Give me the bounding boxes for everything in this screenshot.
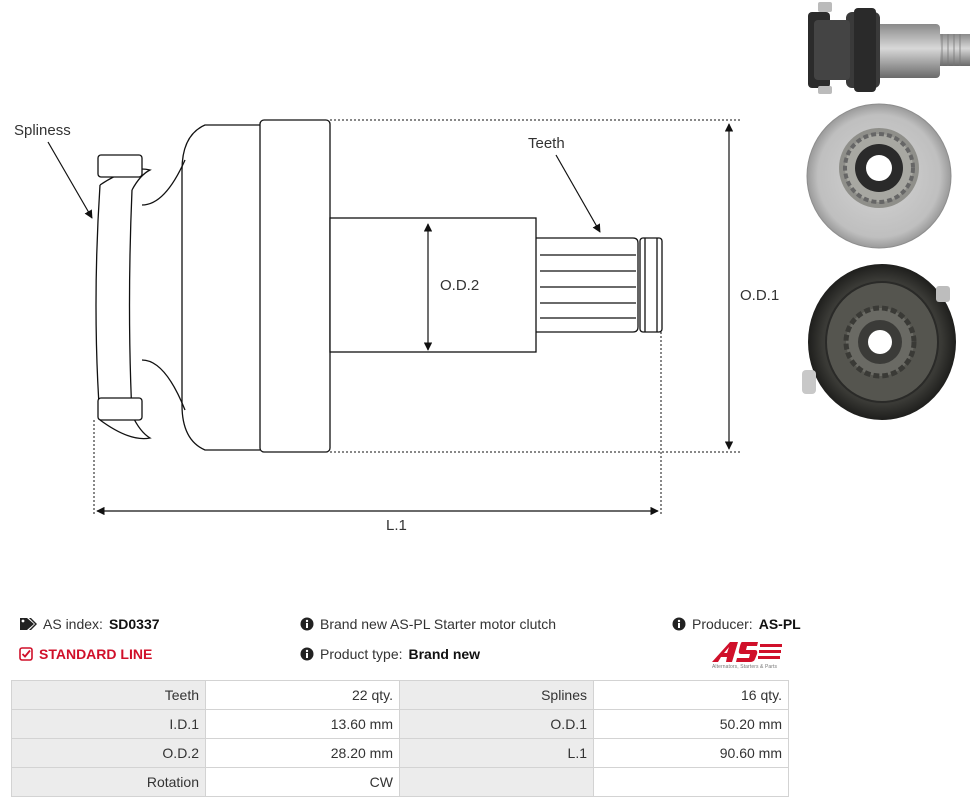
- producer-value: AS-PL: [758, 616, 801, 632]
- standard-line-label: STANDARD LINE: [39, 646, 153, 662]
- spec-value-od2: 28.20 mm: [205, 738, 400, 768]
- spec-value-empty: [593, 767, 789, 797]
- table-row: O.D.2 28.20 mm L.1 90.60 mm: [11, 738, 789, 768]
- product-description: Brand new AS-PL Starter motor clutch: [320, 616, 557, 632]
- producer-label: Producer:: [692, 616, 753, 632]
- as-index-value: SD0337: [108, 616, 160, 632]
- spec-value-rotation: CW: [205, 767, 400, 797]
- product-photos: [802, 2, 970, 420]
- technical-drawing: Spliness Teeth O.D.2 O.D.1 L.1: [14, 119, 779, 534]
- spec-value-teeth: 22 qty.: [205, 680, 400, 710]
- label-spliness: Spliness: [14, 122, 71, 139]
- label-od1: O.D.1: [740, 287, 779, 304]
- spec-label-empty: [399, 767, 594, 797]
- label-od2: O.D.2: [440, 277, 479, 294]
- tags-icon: [20, 618, 37, 630]
- product-type-row: Product type: Brand new: [300, 646, 480, 662]
- as-index-row: AS index: SD0337: [19, 616, 160, 632]
- product-type-value: Brand new: [408, 646, 481, 662]
- photo-side-view: [808, 2, 970, 94]
- label-teeth: Teeth: [528, 135, 565, 152]
- product-info: AS index: SD0337 STANDARD LINE Brand new…: [0, 600, 801, 680]
- spec-label-od2: O.D.2: [11, 738, 206, 768]
- product-type-label: Product type:: [320, 646, 403, 662]
- producer-row: Producer: AS-PL: [672, 616, 801, 632]
- info-icon: [300, 647, 314, 661]
- as-index-label: AS index:: [43, 616, 103, 632]
- info-icon: [672, 617, 686, 631]
- as-pl-logo: Alternators, Starters & Parts: [708, 640, 803, 672]
- table-row: Teeth 22 qty. Splines 16 qty.: [11, 680, 789, 710]
- spec-value-l1: 90.60 mm: [593, 738, 789, 768]
- description-row: Brand new AS-PL Starter motor clutch: [300, 616, 556, 632]
- as-logo-mark: [712, 642, 782, 662]
- spec-value-od1: 50.20 mm: [593, 709, 789, 739]
- spec-label-teeth: Teeth: [11, 680, 206, 710]
- spec-value-splines: 16 qty.: [593, 680, 789, 710]
- spec-value-id1: 13.60 mm: [205, 709, 400, 739]
- spec-label-rotation: Rotation: [11, 767, 206, 797]
- info-icon: [300, 617, 314, 631]
- photo-rear-view: [802, 264, 956, 420]
- logo-caption: Alternators, Starters & Parts: [712, 664, 778, 670]
- table-row: Rotation CW: [11, 767, 789, 797]
- photo-front-view: [806, 103, 952, 249]
- checkbox-checked-icon: [19, 647, 33, 661]
- spec-label-id1: I.D.1: [11, 709, 206, 739]
- table-row: I.D.1 13.60 mm O.D.1 50.20 mm: [11, 709, 789, 739]
- spec-label-l1: L.1: [399, 738, 594, 768]
- standard-line-row: STANDARD LINE: [19, 646, 152, 662]
- spec-label-od1: O.D.1: [399, 709, 594, 739]
- label-l1: L.1: [386, 517, 407, 534]
- spec-table: Teeth 22 qty. Splines 16 qty. I.D.1 13.6…: [11, 680, 789, 797]
- spec-label-splines: Splines: [399, 680, 594, 710]
